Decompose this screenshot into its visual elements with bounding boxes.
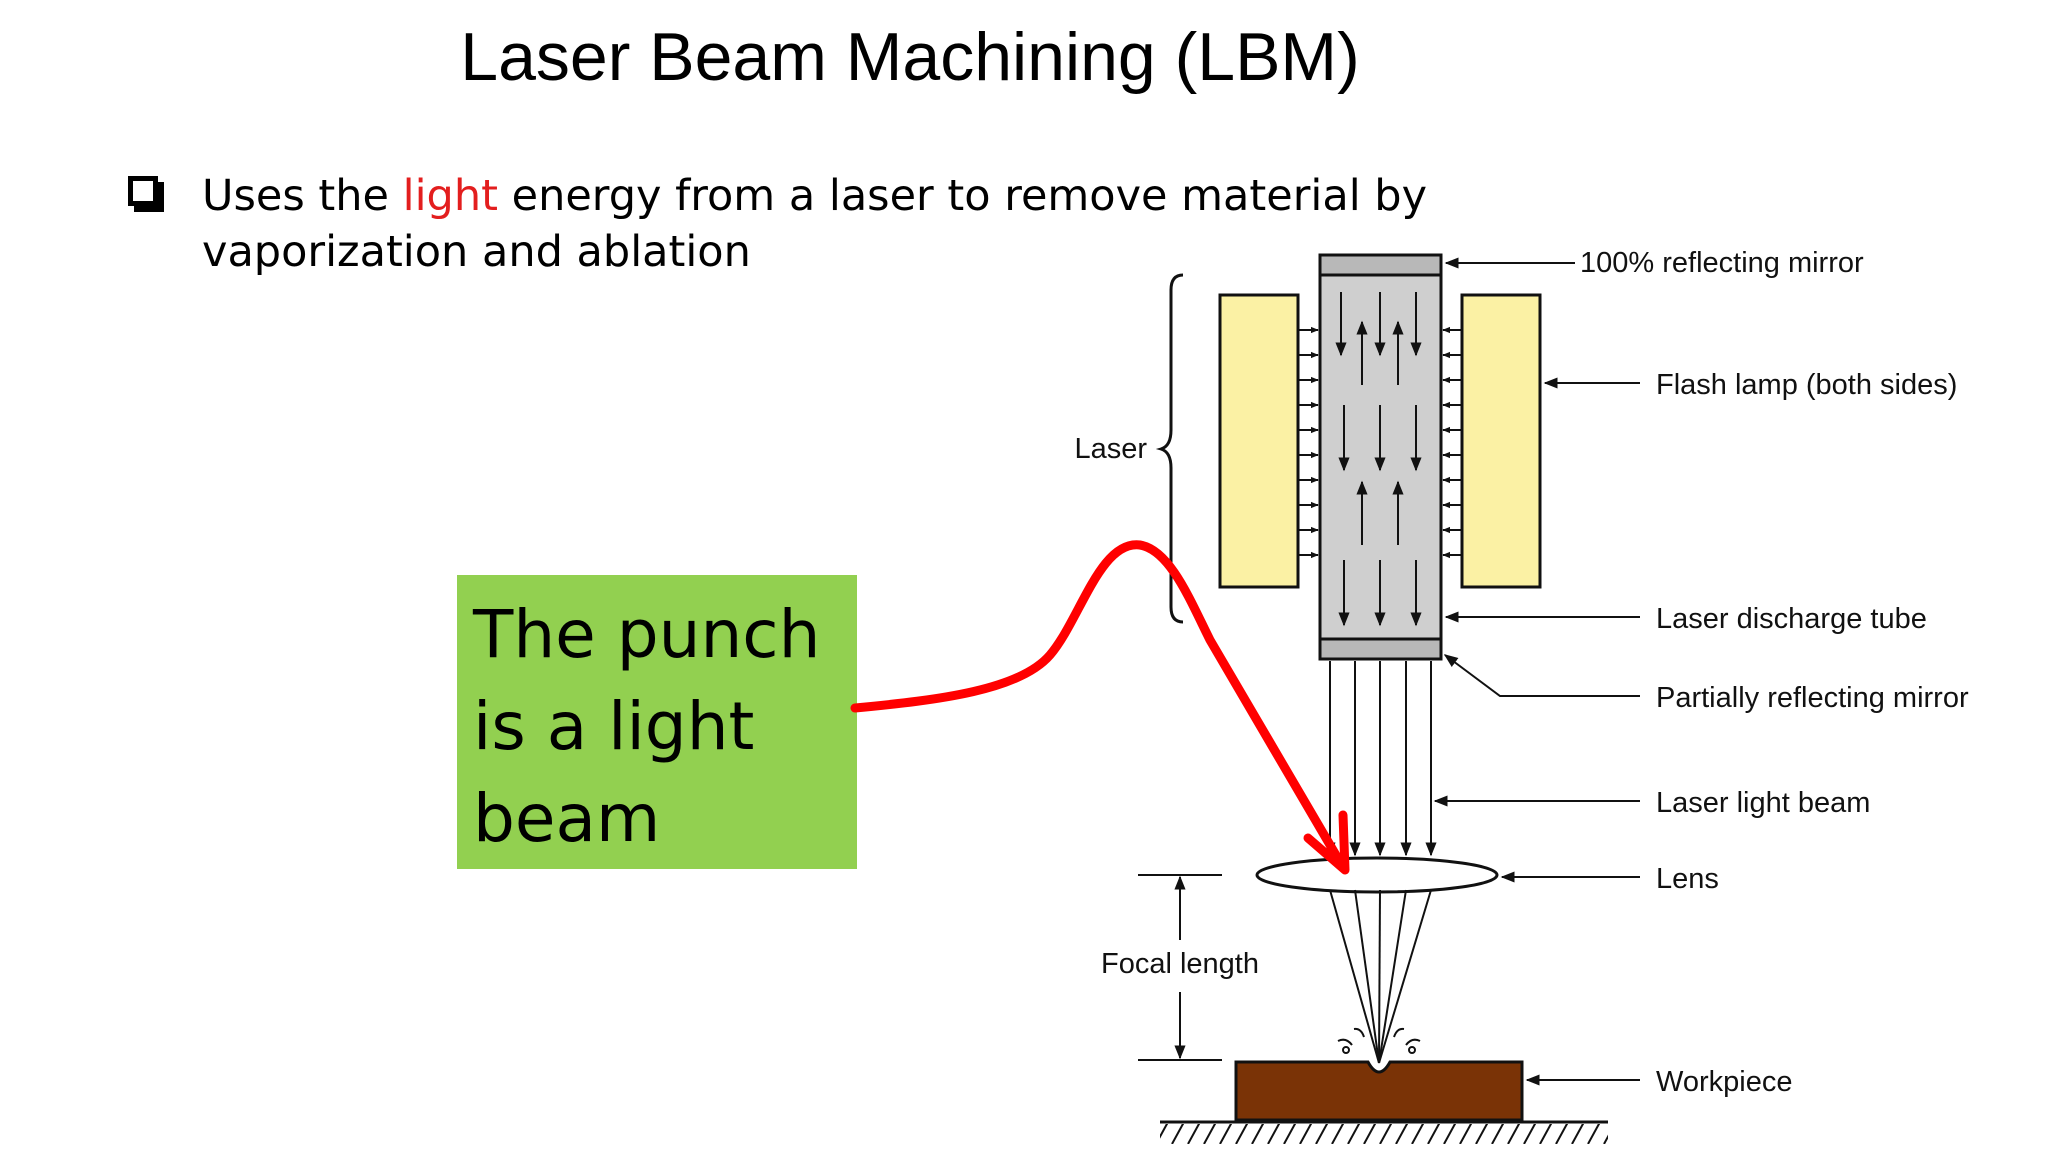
reflecting-mirror-100 bbox=[1318, 253, 1443, 277]
leader-lines bbox=[1433, 257, 1640, 1086]
label-workpiece: Workpiece bbox=[1656, 1066, 1792, 1098]
callout-box: The punch is a light beam bbox=[457, 575, 857, 869]
ground-hatch bbox=[1160, 1124, 1608, 1144]
bullet-highlight-word: light bbox=[402, 171, 498, 221]
lens bbox=[1255, 856, 1499, 894]
callout-line-1: The punch bbox=[473, 596, 821, 673]
slide-title: Laser Beam Machining (LBM) bbox=[460, 19, 1360, 95]
pump-arrows bbox=[1298, 326, 1462, 559]
label-focal-length: Focal length bbox=[1101, 948, 1259, 980]
workpiece bbox=[1234, 1060, 1524, 1122]
callout-line-2: is a light bbox=[473, 688, 755, 765]
bullet-text: Uses the light energy from a laser to re… bbox=[202, 168, 1502, 280]
bullet-text-after: energy from a laser to remove material b… bbox=[202, 171, 1428, 277]
label-laser-discharge-tube: Laser discharge tube bbox=[1656, 603, 1927, 635]
label-100-reflecting-mirror: 100% reflecting mirror bbox=[1580, 247, 1864, 279]
focused-beam bbox=[1329, 889, 1432, 1064]
bullet-text-before: Uses the bbox=[202, 171, 403, 221]
flash-lamp-right bbox=[1460, 293, 1542, 589]
label-laser-light-beam: Laser light beam bbox=[1656, 787, 1870, 819]
label-partially-reflecting-mirror: Partially reflecting mirror bbox=[1656, 682, 1969, 714]
laser-brace bbox=[1155, 273, 1184, 624]
focal-length-dimension bbox=[1138, 874, 1222, 1061]
label-lens: Lens bbox=[1656, 863, 1719, 895]
label-flash-lamp: Flash lamp (both sides) bbox=[1656, 369, 1957, 401]
flash-lamp-left bbox=[1218, 293, 1300, 589]
internal-light-arrows bbox=[1335, 292, 1422, 627]
ejected-material bbox=[1337, 1027, 1421, 1054]
callout-line-3: beam bbox=[473, 780, 661, 857]
label-laser: Laser bbox=[1074, 433, 1147, 465]
partially-reflecting-mirror bbox=[1318, 637, 1443, 661]
laser-light-beam bbox=[1324, 661, 1437, 857]
checkbox-bullet-icon bbox=[128, 176, 164, 212]
